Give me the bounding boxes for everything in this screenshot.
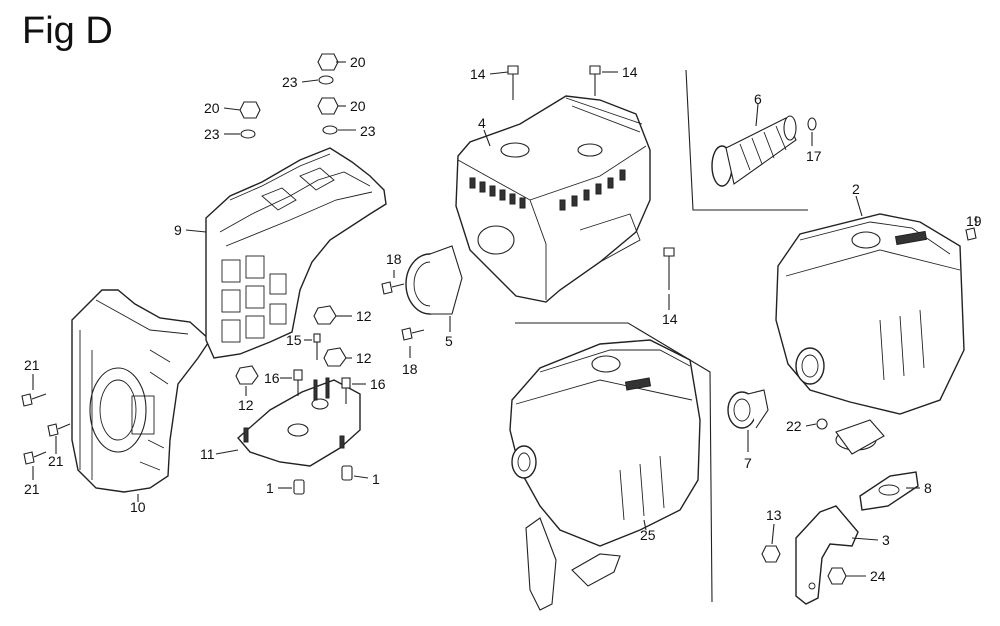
callout-5: 5	[445, 333, 453, 349]
callout-15: 15	[286, 332, 302, 348]
callout-21: 21	[24, 357, 40, 373]
callout-12: 12	[356, 308, 372, 324]
callout-18: 18	[386, 251, 402, 267]
hardware-nuts-washers	[235, 53, 828, 495]
callout-14: 14	[662, 311, 678, 327]
callout-12: 12	[238, 397, 254, 413]
callout-23: 23	[360, 123, 376, 139]
vent-slots	[469, 169, 626, 211]
callout-12: 12	[356, 350, 372, 366]
part-6-spark-arrester	[711, 115, 797, 187]
part-8-gasket	[859, 471, 919, 511]
callout-1: 1	[372, 471, 380, 487]
part-4-muffler-protector	[455, 95, 651, 303]
callout-8: 8	[924, 480, 932, 496]
callout-24: 24	[870, 568, 886, 584]
part-2-muffler	[775, 213, 965, 455]
callout-25: 25	[640, 527, 656, 543]
callout-16: 16	[370, 376, 386, 392]
callout-14: 14	[470, 66, 486, 82]
callout-22: 22	[786, 418, 802, 434]
callout-21: 21	[48, 453, 64, 469]
part-7-arrester-cap	[727, 389, 769, 429]
callout-labels: 20 23 20 23 20 23 9 12 12 12 15 16 16 11…	[24, 54, 982, 584]
callout-4: 4	[478, 115, 486, 131]
part-10-exhaust-plate	[71, 289, 211, 493]
hardware-bolts	[21, 65, 977, 585]
callout-19: 19	[966, 213, 982, 229]
callout-18: 18	[402, 361, 418, 377]
callout-20: 20	[204, 100, 220, 116]
callout-13: 13	[766, 507, 782, 523]
section-divider-lines	[515, 69, 808, 603]
callout-17: 17	[806, 148, 822, 164]
part-3-bracket	[795, 505, 859, 605]
callout-7: 7	[744, 455, 752, 471]
callout-20: 20	[350, 98, 366, 114]
callout-2: 2	[852, 181, 860, 197]
part-9-heat-guard	[205, 147, 387, 359]
callout-23: 23	[204, 126, 220, 142]
callout-21: 21	[24, 481, 40, 497]
callout-1: 1	[266, 480, 274, 496]
callout-23: 23	[282, 74, 298, 90]
callout-11: 11	[200, 446, 215, 462]
callout-3: 3	[882, 532, 890, 548]
callout-16: 16	[264, 370, 280, 386]
part-5-exhaust-cover	[405, 245, 463, 315]
callout-10: 10	[130, 499, 146, 515]
figure-title: Fig D	[22, 10, 113, 52]
callout-14: 14	[622, 64, 638, 80]
callout-9: 9	[174, 222, 182, 238]
part-25-muffler-assembly	[509, 339, 701, 611]
callout-20: 20	[350, 54, 366, 70]
part-11-bracket-plate	[237, 377, 361, 467]
leader-lines	[32, 61, 977, 577]
callout-6: 6	[754, 91, 762, 107]
